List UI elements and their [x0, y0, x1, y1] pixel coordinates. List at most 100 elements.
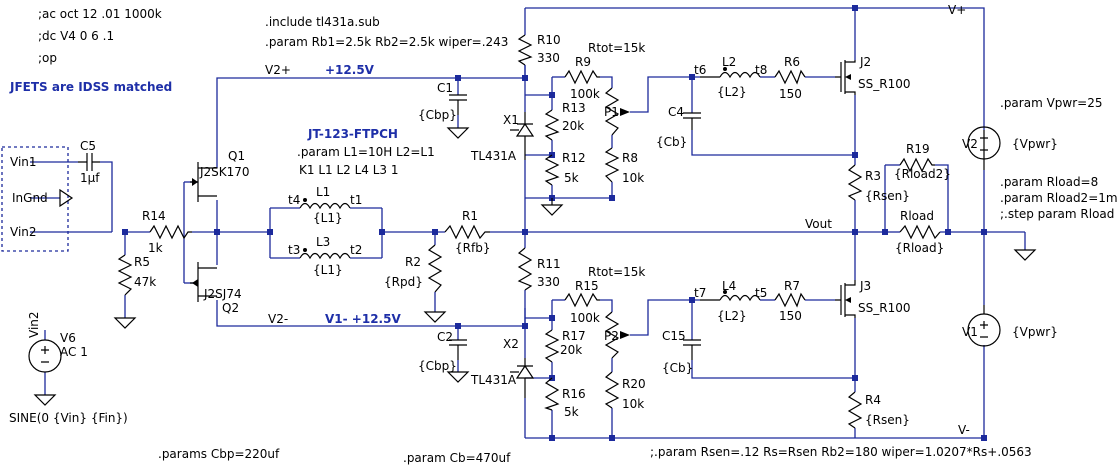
- directive-param-rb: .param Rb1=2.5k Rb2=2.5k wiper=.243: [265, 35, 508, 49]
- resistor-r4-symbol: [847, 391, 863, 429]
- label-l2-value: {L2}: [717, 85, 747, 99]
- directive-step-rload: ;.step param Rload: [1000, 207, 1114, 221]
- label-r19-value: {Rload2}: [894, 167, 951, 181]
- label-q1-name: Q1: [228, 149, 245, 163]
- directive-param-vpwr: .param Vpwr=25: [1000, 96, 1102, 110]
- resistor-r5-symbol: [117, 254, 133, 296]
- resistor-r12-symbol: [544, 154, 560, 186]
- label-r16-name: R16: [562, 387, 586, 401]
- net-vin1: Vin1: [10, 155, 37, 169]
- label-l4-value: {L2}: [717, 309, 747, 323]
- label-l1-name: L1: [316, 185, 330, 199]
- label-v6-name: V6: [60, 331, 76, 345]
- label-rtot-bot: Rtot=15k: [588, 265, 645, 279]
- label-r20-name: R20: [622, 377, 646, 391]
- ground-r12-icon: [540, 198, 564, 216]
- label-l3-name: L3: [316, 235, 330, 249]
- net-vout: Vout: [805, 217, 832, 231]
- junctions: [122, 5, 987, 441]
- label-l4-name: L4: [722, 279, 736, 293]
- tl431-x1-symbol: [510, 112, 535, 160]
- label-c1-name: C1: [437, 81, 453, 95]
- label-r10-name: R10: [537, 33, 561, 47]
- net-vminus: V-: [958, 423, 970, 437]
- label-r12-value: 5k: [564, 171, 579, 185]
- label-r5-value: 47k: [134, 275, 156, 289]
- label-r1-value: {Rfb}: [455, 241, 490, 255]
- inductor-l2-symbol: [700, 71, 761, 79]
- label-c15-name: C15: [662, 329, 686, 343]
- resistor-r17-symbol: [544, 329, 560, 363]
- label-x2-part: TL431A: [470, 373, 517, 387]
- label-r11-value: 330: [537, 275, 560, 289]
- ground-v6-icon: [33, 394, 57, 406]
- label-x1-part: TL431A: [470, 149, 517, 163]
- ground-r2-icon: [423, 311, 447, 323]
- label-r7-value: 150: [779, 309, 802, 323]
- label-r13-name: R13: [562, 101, 586, 115]
- net-t6: t6: [694, 63, 706, 77]
- directive-params-cbp: .params Cbp=220uf: [158, 447, 280, 461]
- ground-vout-icon: [1013, 249, 1037, 261]
- label-r3-value: {Rsen}: [865, 189, 910, 203]
- label-r12-name: R12: [562, 151, 586, 165]
- label-x1-name: X1: [503, 113, 519, 127]
- capacitor-c5-symbol: [78, 153, 100, 171]
- label-v2-name: V2: [962, 137, 978, 151]
- net-t7: t7: [694, 286, 706, 300]
- net-t1: t1: [350, 193, 362, 207]
- net-t4: t4: [288, 193, 300, 207]
- jfet-q1-arrow-icon: [192, 178, 198, 186]
- resistor-r8-symbol: [604, 147, 620, 183]
- resistor-r19-symbol: [899, 157, 935, 173]
- directive-include: .include tl431a.sub: [265, 15, 380, 29]
- net-vin2: Vin2: [10, 225, 37, 239]
- label-r6-name: R6: [784, 55, 800, 69]
- ground-r5-icon: [113, 317, 137, 329]
- mosfet-j3-arrow-icon: [845, 297, 851, 303]
- capacitor-c15-symbol: [683, 339, 701, 360]
- directive-dc: ;dc V4 0 6 .1: [38, 29, 114, 43]
- label-v6-source: SINE(0 {Vin} {Fin}): [9, 411, 128, 425]
- mosfet-j2-arrow-icon: [845, 74, 851, 80]
- label-r9-value: 100k: [570, 87, 600, 101]
- label-j2-name: J2: [859, 55, 871, 69]
- tl431-x2-symbol: [510, 358, 535, 398]
- label-j2-part: SS_R100: [858, 77, 910, 91]
- capacitor-c4-symbol: [683, 112, 701, 130]
- capacitor-c2-symbol: [449, 339, 467, 360]
- dot-l3-icon: [303, 248, 307, 252]
- directive-param-rload2: .param Rload2=1m: [1000, 191, 1118, 205]
- input-connector-box: [1, 146, 69, 252]
- label-q2-name: Q2: [222, 301, 239, 315]
- ground-c2-icon: [446, 371, 470, 383]
- label-r13-value: 20k: [562, 119, 584, 133]
- resistor-r3-symbol: [847, 164, 863, 201]
- label-v2-value: {Vpwr}: [1012, 137, 1058, 151]
- wiper-p1-icon: [620, 108, 630, 116]
- inductor-l1-symbol: [299, 202, 351, 210]
- label-r15-value: 100k: [570, 311, 600, 325]
- resistor-r1-symbol: [444, 224, 490, 240]
- capacitor-c1-symbol: [449, 94, 467, 115]
- label-c2-value: {Cbp}: [418, 359, 457, 373]
- directive-param-rload: .param Rload=8: [1000, 175, 1098, 189]
- label-p1-name: P1: [604, 105, 619, 119]
- label-r14-name: R14: [142, 209, 166, 223]
- label-v1-name: V1: [962, 325, 978, 339]
- resistor-rload-symbol: [899, 224, 941, 240]
- label-r11-name: R11: [537, 257, 561, 271]
- directive-op: ;op: [38, 51, 57, 65]
- resistor-r15-symbol: [564, 292, 600, 308]
- label-c4-value: {Cb}: [656, 135, 687, 149]
- label-v6-net: Vin2: [27, 311, 41, 338]
- net-t8: t8: [755, 63, 767, 77]
- resistor-r14-symbol: [149, 224, 192, 240]
- label-r3-name: R3: [865, 169, 881, 183]
- label-c15-value: {Cb}: [662, 361, 693, 375]
- resistor-r7-symbol: [774, 292, 806, 308]
- label-r2-value: {Rpd}: [384, 275, 423, 289]
- label-r17-name: R17: [562, 329, 586, 343]
- label-r6-value: 150: [779, 87, 802, 101]
- dot-l4-icon: [723, 290, 727, 294]
